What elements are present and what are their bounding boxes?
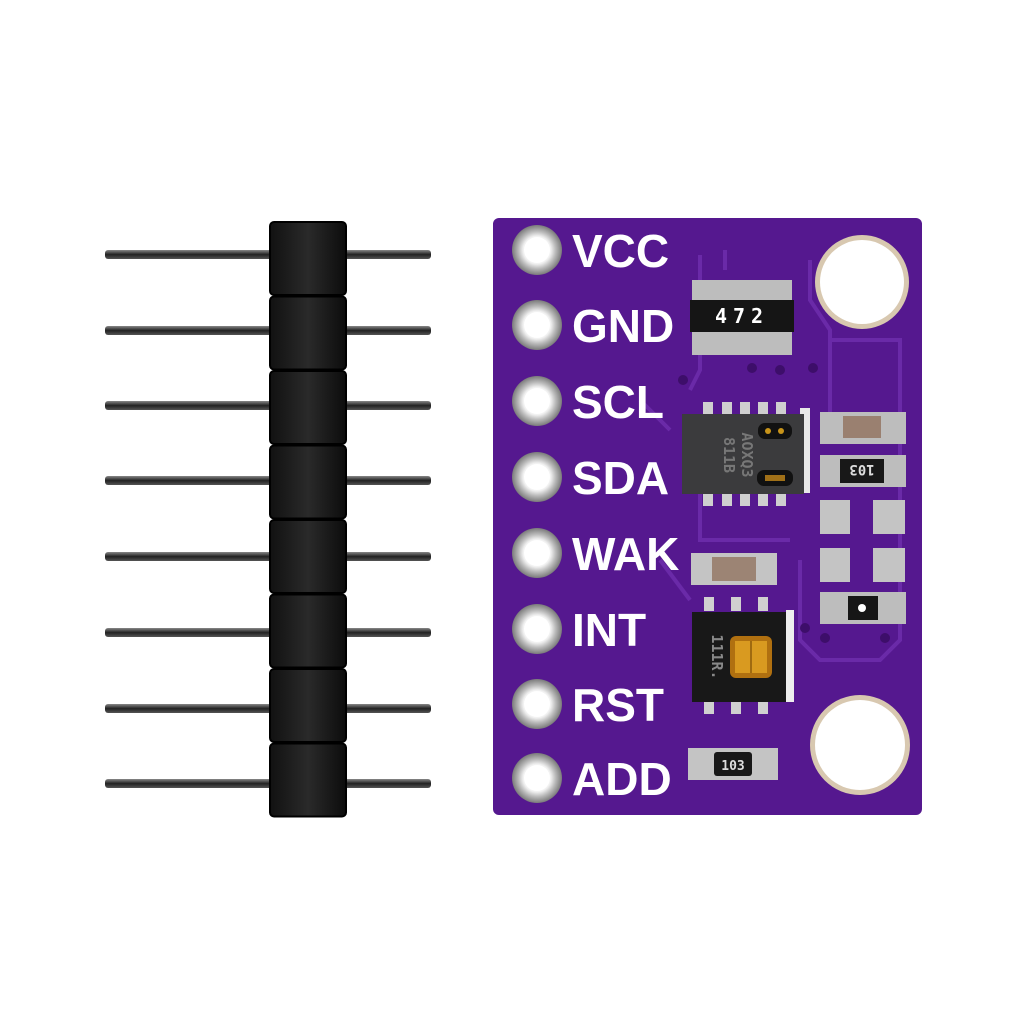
header-pin: [105, 476, 431, 485]
pin-label: SDA: [572, 452, 669, 504]
header-pin: [105, 552, 431, 561]
resistor-right-marking: 103: [849, 461, 874, 477]
vias: [678, 363, 890, 643]
resistor-right: 103: [820, 455, 906, 487]
pin-label: ADD: [572, 753, 672, 805]
sensor-chip-marking-2: AOXQ3: [738, 432, 756, 477]
resistor-bottom: 103: [688, 748, 778, 780]
pin-labels: VCC GND SCL SDA WAK INT RST ADD: [572, 225, 679, 805]
header-plastic-block: [269, 295, 347, 371]
pcb-traces: [638, 250, 902, 662]
pin-pads: [512, 225, 562, 803]
header-pin: [105, 628, 431, 637]
humidity-sensor-chip: 111R.: [692, 597, 794, 714]
resistor-network-marking: 472: [715, 304, 769, 328]
pin-label: VCC: [572, 225, 669, 277]
capacitor-middle: [691, 553, 777, 585]
sensor-chip-marking-1: 811B: [720, 437, 738, 473]
header-plastic-block: [269, 668, 347, 743]
header-plastic-block: [269, 444, 347, 520]
led-component: [820, 592, 906, 624]
humidity-chip-marking: 111R.: [708, 634, 726, 679]
header-plastic-block: [269, 221, 347, 296]
pin-label: WAK: [572, 528, 679, 580]
header-plastic-block: [269, 519, 347, 594]
pin-label: RST: [572, 679, 664, 731]
resistor-bottom-marking: 103: [721, 759, 744, 774]
pin-label: INT: [572, 604, 646, 656]
gas-sensor-chip: 811B AOXQ3: [682, 402, 810, 506]
header-plastic-block: [269, 593, 347, 669]
header-pin: [105, 326, 431, 335]
header-pin: [105, 779, 431, 788]
header-pin: [105, 704, 431, 713]
capacitor-right: [820, 412, 906, 444]
pin-header: [105, 221, 431, 818]
small-pads: [820, 500, 905, 582]
resistor-network: 472: [690, 280, 794, 355]
header-plastic-block: [269, 370, 347, 445]
pin-label: GND: [572, 300, 674, 352]
header-pin: [105, 250, 431, 259]
header-plastic-block: [269, 742, 347, 818]
pin-label: SCL: [572, 376, 664, 428]
header-pin: [105, 401, 431, 410]
